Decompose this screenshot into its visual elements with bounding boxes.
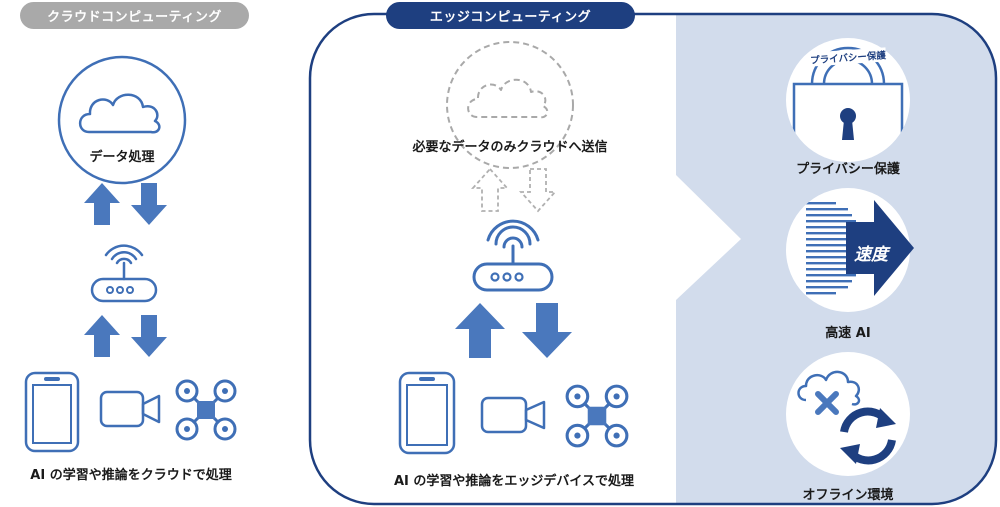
edge-bottom-label: AI の学習や推論をエッジデバイスで処理 <box>393 474 635 489</box>
cloud-bottom-label: AI の学習や推論をクラウドで処理 <box>30 468 232 483</box>
speed-arrow-icon <box>786 188 914 312</box>
speed-badge-text: 速度 <box>854 245 888 265</box>
camera-icon <box>99 390 161 428</box>
dashed-arrow-up-icon <box>470 167 510 212</box>
edge-router-icon <box>472 219 554 292</box>
arrow-down-icon <box>131 183 167 225</box>
edge-smartphone-icon <box>398 371 456 455</box>
edge-arrow-down-icon <box>522 303 572 358</box>
edge-cloud-label: 必要なデータのみクラウドへ送信 <box>412 140 608 155</box>
cloud-computing-header: クラウドコンピューティング <box>20 2 249 29</box>
offline-cloud-sync-icon <box>786 352 910 476</box>
router-icon <box>90 244 158 303</box>
benefit-label-privacy: プライバシー保護 <box>796 162 900 177</box>
smartphone-icon <box>24 371 80 453</box>
arrow-up-icon-lower <box>84 315 120 357</box>
dashed-arrow-down-icon <box>518 168 558 213</box>
edge-arrow-up-icon <box>455 303 505 358</box>
dashed-cloud-icon <box>446 41 574 169</box>
drone-icon <box>175 379 237 441</box>
arrow-down-icon-lower <box>131 315 167 357</box>
cloud-processing-label: データ処理 <box>89 150 155 165</box>
edge-camera-icon <box>480 396 546 434</box>
edge-computing-header: エッジコンピューティング <box>386 2 635 29</box>
edge-drone-icon <box>565 384 629 448</box>
benefit-label-offline: オフライン環境 <box>802 488 894 503</box>
benefit-label-speed: 高速 AI <box>825 326 871 341</box>
arrow-up-icon <box>84 183 120 225</box>
cloud-processing-icon <box>57 55 187 185</box>
